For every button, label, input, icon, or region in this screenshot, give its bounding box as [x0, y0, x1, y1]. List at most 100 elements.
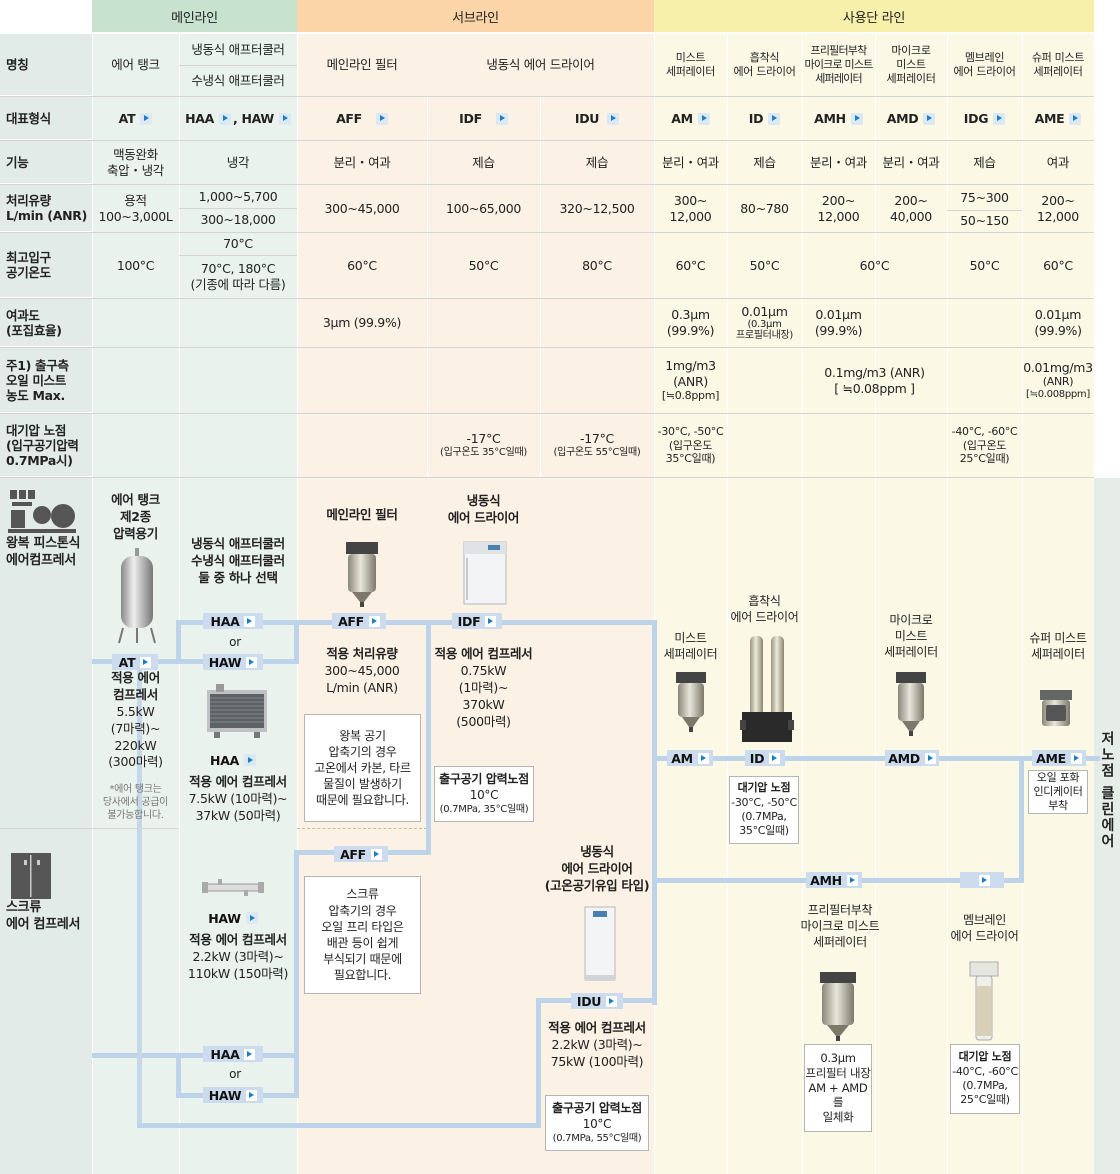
model-ame[interactable]: AME [1022, 97, 1094, 140]
model-idu[interactable]: IDU [540, 97, 654, 140]
model-at[interactable]: AT [92, 97, 179, 140]
refrigerated-aftercooler-icon [206, 682, 268, 740]
arrow-icon [993, 112, 1006, 125]
header-main: 메인라인 [92, 0, 297, 34]
arrow-icon [606, 995, 618, 1007]
func-idu: 제습 [585, 154, 609, 170]
clean-air-label: 저노점 클린에어 [1099, 730, 1115, 850]
arrow-icon [768, 112, 781, 125]
model-amh[interactable]: AMH [802, 97, 875, 140]
diag-tag-haa-1[interactable]: HAA [203, 613, 263, 629]
arrow-icon [245, 912, 258, 924]
refrigerated-dryer-icon [460, 540, 510, 606]
arrow-icon [368, 615, 380, 627]
diag-tag-at[interactable]: AT [112, 654, 158, 670]
dew-idf: -17°C(입구온도 35°C일때) [440, 431, 527, 459]
clean-air-strip [1094, 478, 1120, 1174]
diag-label-haa[interactable]: HAA [204, 752, 262, 768]
model-am[interactable]: AM [654, 97, 727, 140]
arrow-icon [140, 656, 152, 668]
diag-tag-aff-1[interactable]: AFF [332, 613, 386, 629]
name-aftercooler-water: 수냉식 애프터쿨러 [191, 72, 285, 88]
arrow-icon [485, 615, 497, 627]
diag-tag-haw-1[interactable]: HAW [203, 654, 263, 670]
air-tank-icon [117, 548, 157, 644]
arrow-icon [278, 112, 291, 125]
diag-tag-aff-2[interactable]: AFF [334, 846, 388, 862]
arrow-icon [607, 112, 620, 125]
temp-cool-2: 70°C, 180°C(기종에 따라 다름) [190, 260, 286, 292]
oil-ame: 0.01mg/m3(ANR)[≒0.008ppm] [1023, 359, 1093, 400]
diag-tag-haa-2[interactable]: HAA [203, 1046, 263, 1062]
temp-amh-amd: 60°C [859, 257, 890, 273]
desiccant-dryer-icon [740, 636, 794, 744]
temp-tank: 100°C [116, 257, 155, 273]
arrow-icon [495, 112, 508, 125]
flow-idu: 320~12,500 [559, 200, 635, 216]
diag-tag-idu[interactable]: IDU [571, 993, 623, 1009]
arrow-icon [924, 752, 936, 764]
high-temp-dryer-icon [583, 905, 617, 983]
diag-tag-idf[interactable]: IDF [452, 613, 502, 629]
diag-tag-idg[interactable] [960, 872, 1004, 888]
model-id[interactable]: ID [727, 97, 802, 140]
flow-haa: 1,000~5,700 [198, 188, 278, 204]
flow-ame: 200~12,000 [1037, 192, 1079, 224]
flow-id: 80~780 [740, 200, 789, 216]
model-haa-haw[interactable]: HAA,HAW [179, 97, 297, 140]
flow-amd: 200~40,000 [890, 192, 932, 224]
name-aftercooler-ref: 냉동식 애프터쿨러 [191, 41, 285, 57]
row-label-name: 명칭 [0, 34, 92, 96]
arrow-icon [769, 752, 781, 764]
idg-dew-box: 대기압 노점-40°C, -60°C(0.7MPa,25°C일때) [950, 1044, 1020, 1114]
func-id: 제습 [753, 154, 776, 170]
super-mist-separator-icon [1038, 688, 1074, 730]
model-idf[interactable]: IDF [427, 97, 540, 140]
dew-idu: -17°C(입구온도 55°C일때) [553, 431, 641, 459]
temp-idg: 50°C [969, 257, 1000, 273]
temp-am: 60°C [675, 257, 706, 273]
name-dryer: 냉동식 에어 드라이어 [486, 57, 595, 73]
oil-am: 1mg/m3(ANR)[≒0.8ppm] [661, 358, 720, 403]
arrow-icon [246, 1089, 258, 1101]
diag-tag-haw-2[interactable]: HAW [203, 1087, 263, 1103]
arrow-icon [219, 112, 231, 125]
model-amd[interactable]: AMD [875, 97, 947, 140]
diag-label-haw[interactable]: HAW [204, 910, 262, 926]
filt-am: 0.3μm(99.9%) [666, 307, 715, 338]
diag-tag-am[interactable]: AM [667, 750, 713, 766]
diag-tag-id[interactable]: ID [745, 750, 785, 766]
diag-or-2: or [229, 1067, 241, 1081]
aff-title: 메인라인 필터 [326, 507, 398, 522]
flow-aff: 300~45,000 [324, 200, 400, 216]
arrow-icon [979, 874, 990, 886]
diag-tag-amd[interactable]: AMD [885, 750, 939, 766]
diag-tag-amh[interactable]: AMH [806, 872, 862, 888]
model-aff[interactable]: AFF [297, 97, 427, 140]
diag-tag-ame[interactable]: AME [1032, 750, 1086, 766]
flow-am: 300~12,000 [669, 192, 712, 224]
row-label-model: 대표형식 [0, 97, 92, 140]
model-idg[interactable]: IDG [947, 97, 1022, 140]
